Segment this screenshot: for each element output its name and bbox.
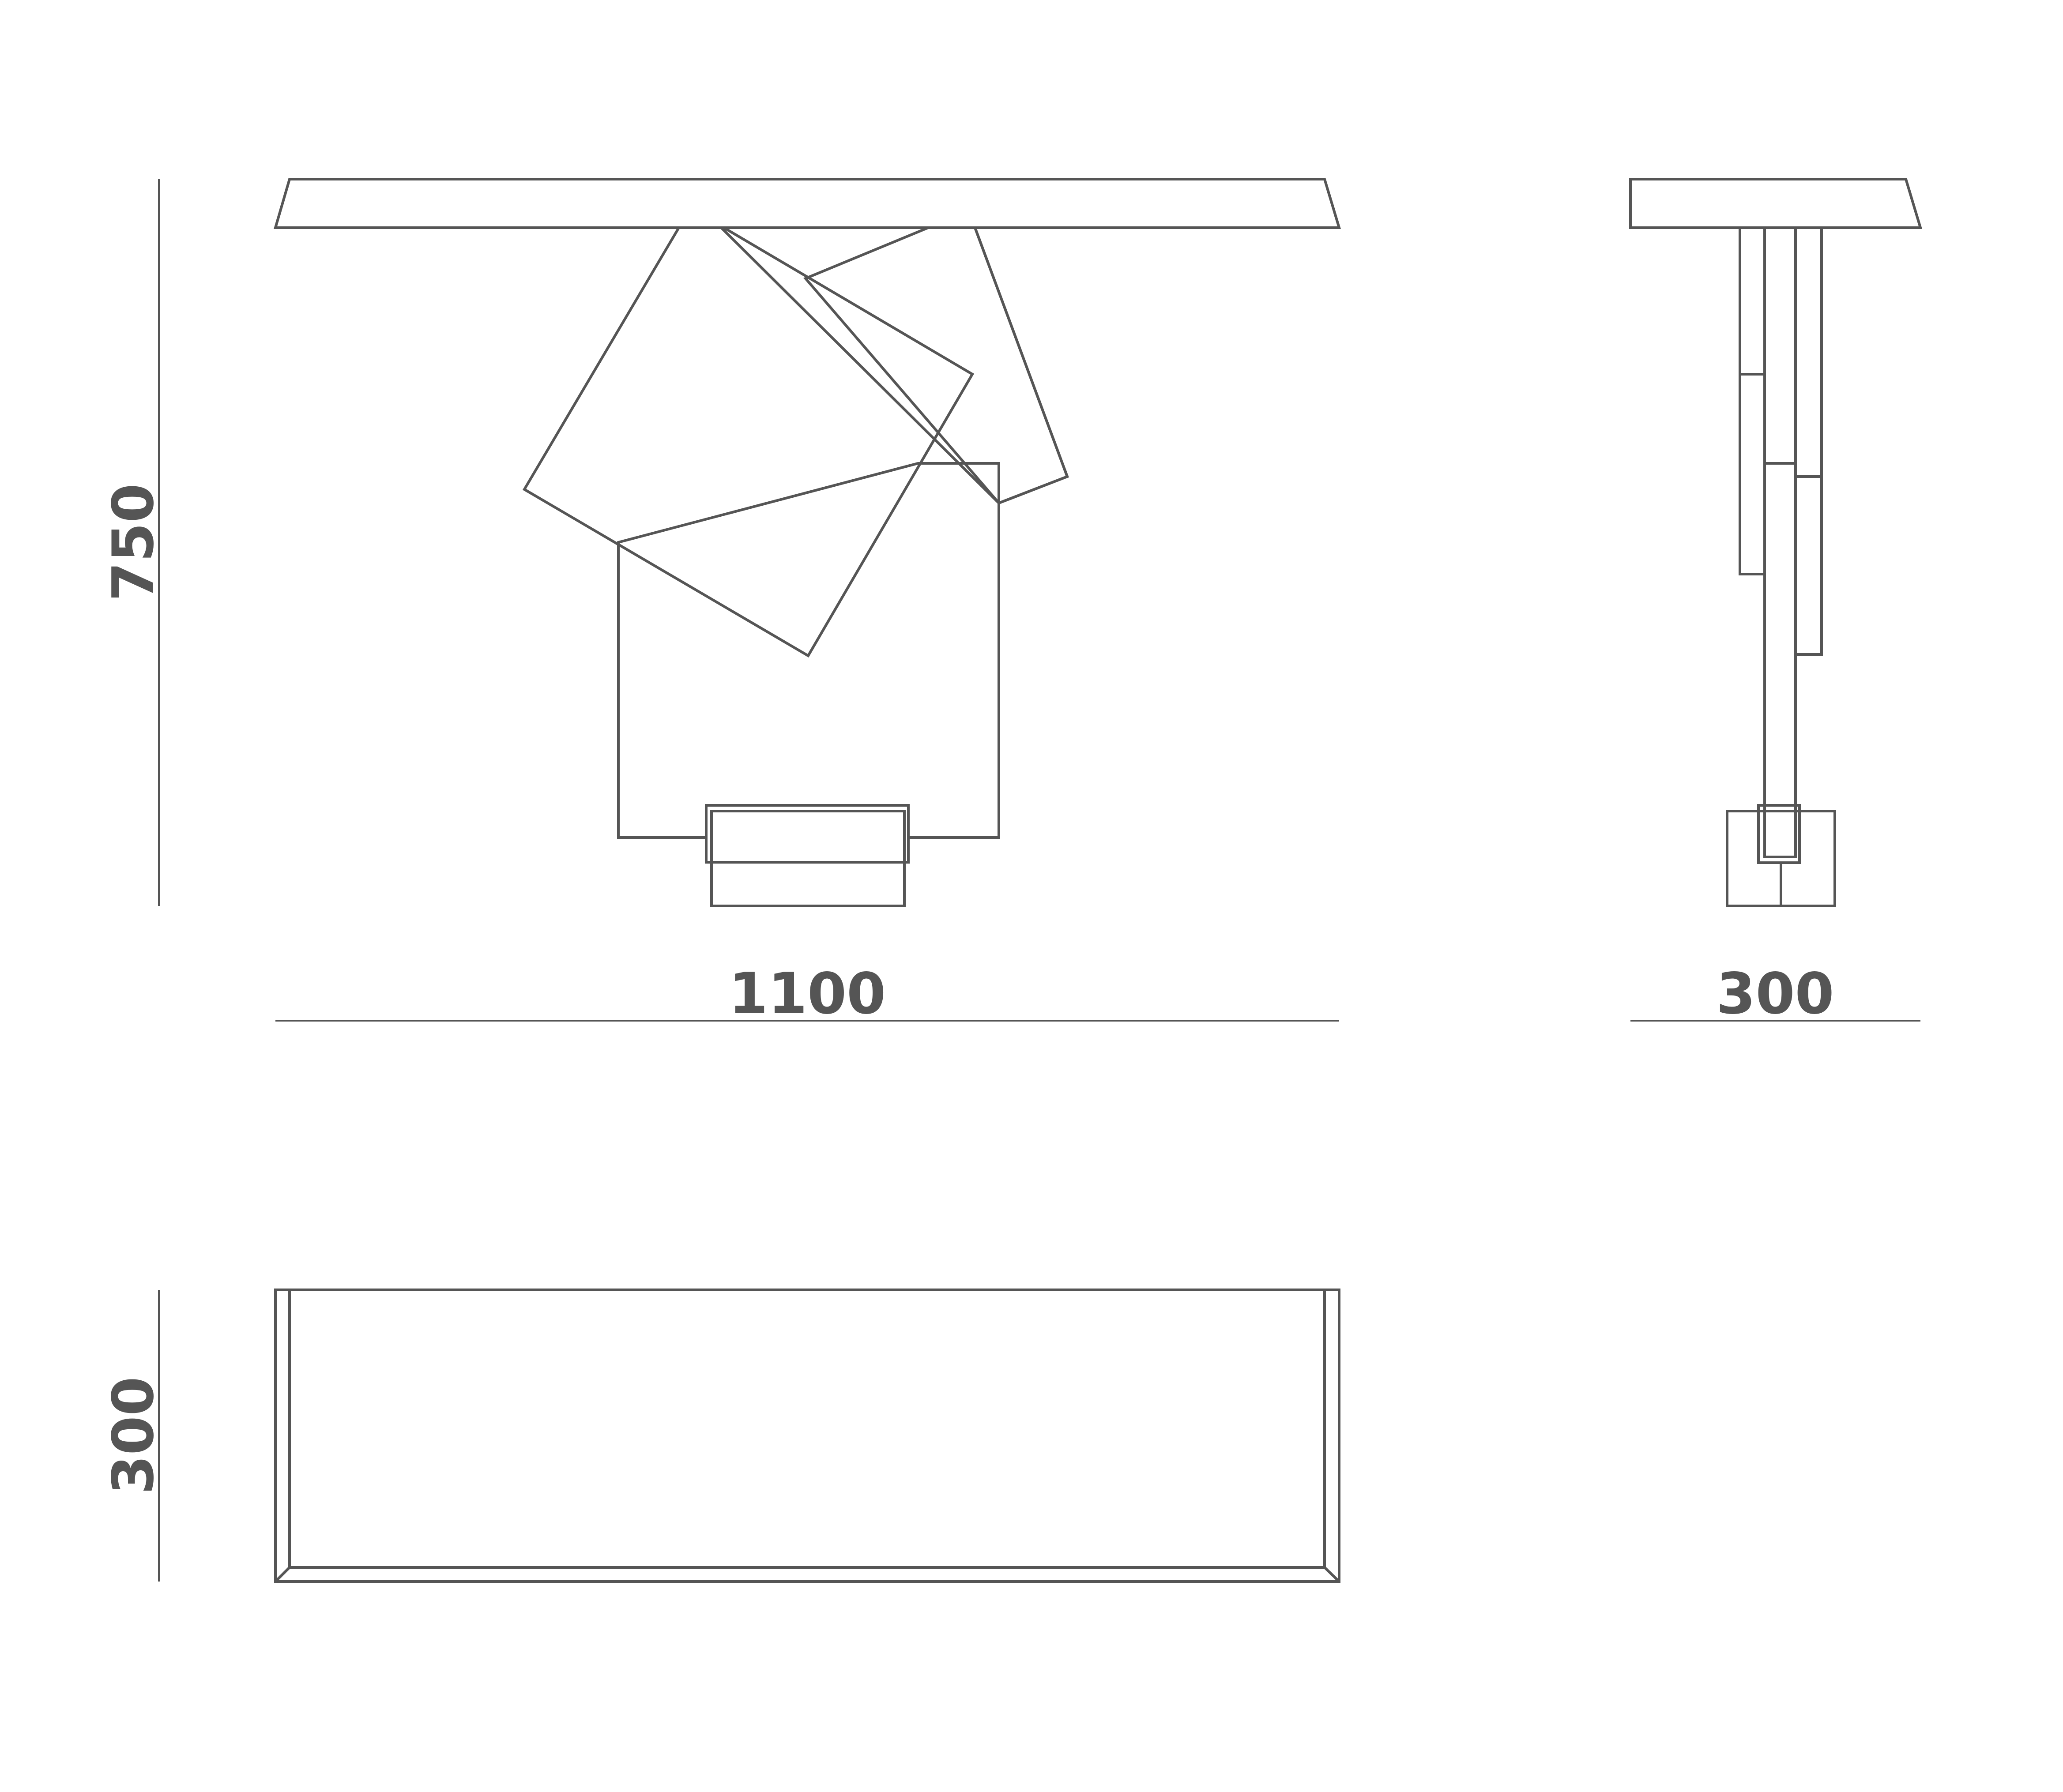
top-inner-bevel: [288, 1290, 1326, 1569]
side-panel-left: [1739, 226, 1766, 575]
top-bevel-corner-left: [274, 1566, 291, 1583]
front-base-block: [710, 810, 906, 907]
top-outline: [274, 1289, 1340, 1583]
depth-dimension-label: 300: [101, 1376, 166, 1494]
side-center-column: [1763, 226, 1797, 858]
front-tabletop: [274, 178, 1341, 229]
front-base-outer: [705, 804, 910, 864]
side-view: [1629, 178, 1923, 907]
width-dimension-label: 1100: [729, 961, 886, 1027]
front-back-panel: [718, 226, 1069, 505]
front-rear-panel-right: [803, 226, 1069, 505]
front-lower-panel: [617, 462, 1000, 839]
front-view: [274, 178, 1341, 907]
top-view: [274, 1289, 1340, 1583]
side-width-dimension-label: 300: [1716, 961, 1834, 1027]
side-tabletop: [1629, 178, 1923, 229]
front-tilted-panel: [522, 226, 975, 658]
side-panel-right: [1794, 226, 1823, 656]
height-dimension-label: 750: [101, 483, 166, 601]
side-base-clamp: [1757, 804, 1801, 864]
top-bevel-corner-right: [1323, 1566, 1340, 1583]
